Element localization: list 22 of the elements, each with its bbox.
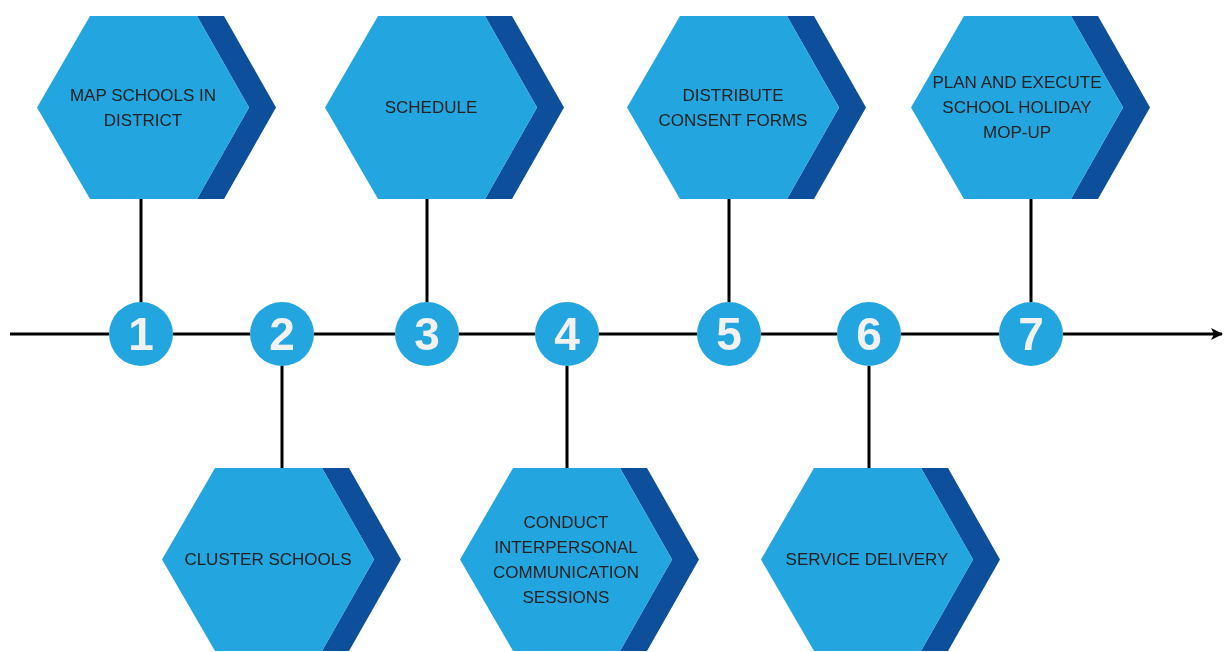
timeline-arrow bbox=[1063, 328, 1223, 340]
connector-line bbox=[727, 199, 731, 302]
step-label: DISTRIBUTE CONSENT FORMS bbox=[657, 84, 809, 132]
step-label: SCHEDULE bbox=[384, 97, 478, 119]
connector-line bbox=[761, 332, 837, 336]
connector-line bbox=[10, 332, 109, 336]
connector-line bbox=[599, 332, 697, 336]
connector-line bbox=[139, 199, 143, 302]
step-label: CLUSTER SCHOOLS bbox=[184, 549, 352, 571]
step-label: CONDUCT INTERPERSONAL COMMUNICATION SESSIONS bbox=[491, 511, 641, 609]
step-label: SERVICE DELIVERY bbox=[785, 549, 949, 571]
connector-line bbox=[314, 332, 395, 336]
step-label: MAP SCHOOLS IN DISTRICT bbox=[68, 84, 218, 132]
connector-line bbox=[280, 366, 284, 468]
connector-line bbox=[459, 332, 535, 336]
connector-line bbox=[425, 199, 429, 302]
connector-line bbox=[173, 332, 250, 336]
connector-line bbox=[901, 332, 999, 336]
step-label: PLAN AND EXECUTE SCHOOL HOLIDAY MOP-UP bbox=[931, 72, 1103, 144]
connector-line bbox=[867, 366, 871, 468]
connector-line bbox=[565, 366, 569, 468]
connector-line bbox=[1029, 199, 1033, 302]
